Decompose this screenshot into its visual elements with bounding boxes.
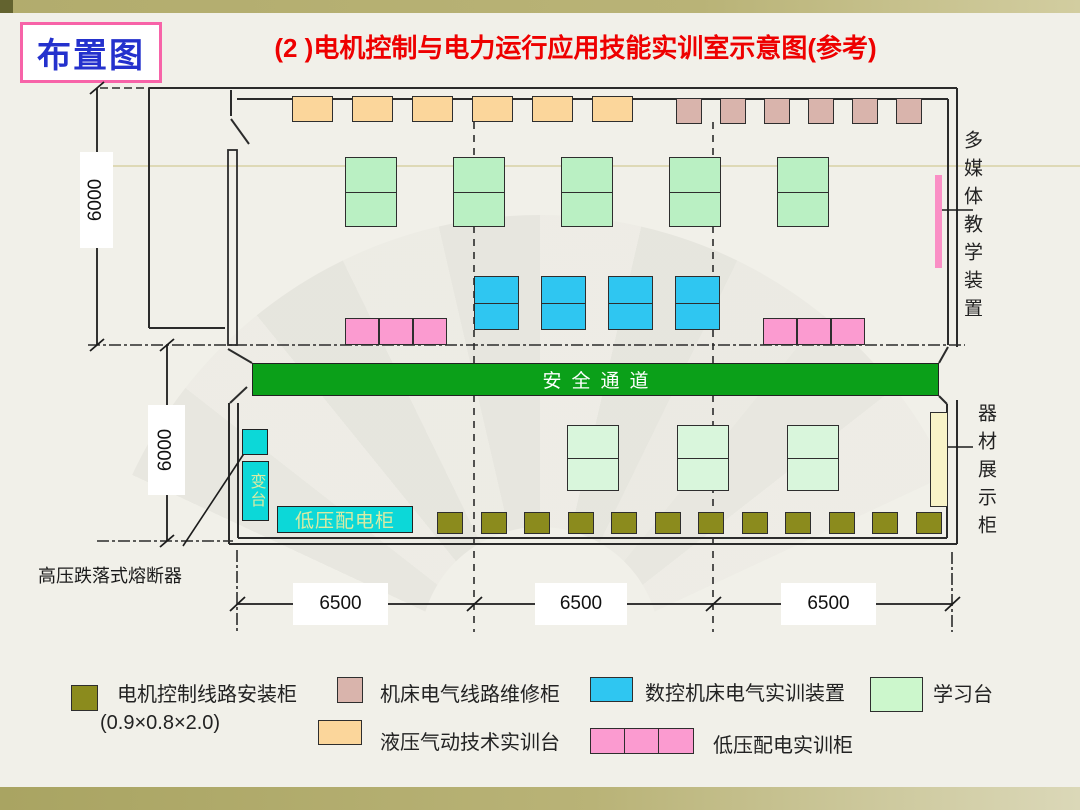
equipment-display-label: 器材展示柜 — [975, 403, 996, 543]
dimension-bottom-1: 6500 — [293, 583, 388, 625]
legend-swatch-study-table — [870, 677, 923, 712]
top-accent-corner — [0, 0, 13, 13]
dimension-bottom-1-value: 6500 — [319, 593, 362, 614]
top-accent-bar — [0, 0, 1080, 13]
multimedia-label: 多媒体教学装置 — [961, 130, 982, 326]
dimension-bottom-3-value: 6500 — [807, 593, 850, 614]
layout-tag-box: 布置图 — [20, 22, 162, 83]
transformer-box: 变台 — [242, 461, 269, 521]
legend-label-cnc-training: 数控机床电气实训装置 — [645, 683, 845, 705]
legend-swatch-cnc-training — [590, 677, 633, 702]
leader-lines — [182, 209, 973, 547]
legend-label-machine-tool-repair: 机床电气线路维修柜 — [380, 684, 560, 706]
transformer-label: 变台 — [247, 473, 265, 509]
door-leaf — [230, 118, 250, 145]
dimension-bottom-2-value: 6500 — [559, 593, 603, 614]
dimension-bottom-2: 6500 — [535, 583, 627, 625]
legend-label-study-table: 学习台 — [933, 684, 993, 706]
fan-watermark-hub — [420, 527, 660, 767]
dimension-lines — [89, 81, 961, 612]
safety-corridor-label: 安全通道 — [542, 371, 659, 392]
lv-panel-label: 低压配电柜 — [294, 511, 395, 532]
slide-title: (2 )电机控制与电力运行应用技能实训室示意图(参考) — [274, 32, 877, 63]
hv-fuse-square — [242, 429, 268, 455]
legend-label-lv-training: 低压配电实训柜 — [713, 735, 853, 757]
legend-swatch-hydraulic-pneumatic — [318, 720, 362, 745]
layout-tag-text: 布置图 — [37, 37, 145, 75]
dimension-left-upper-value: 6000 — [85, 178, 107, 222]
safety-corridor-bar: 安全通道 — [252, 363, 939, 396]
hv-fuse-label: 高压跌落式熔断器 — [38, 566, 182, 586]
room-walls — [148, 87, 958, 545]
grid-and-extension-lines — [88, 87, 965, 632]
dimension-left-lower: 6000 — [148, 405, 185, 495]
dimension-bottom-3: 6500 — [781, 583, 876, 625]
hv-fuse-leader — [182, 448, 248, 547]
dimension-left-lower-value: 6000 — [155, 428, 177, 472]
legend-swatch-machine-tool-repair — [337, 677, 363, 703]
lv-distribution-panel-box: 低压配电柜 — [277, 506, 413, 533]
dimension-left-upper: 6000 — [80, 152, 113, 248]
multimedia-device-bar — [935, 175, 942, 268]
legend-label-motor-control-cabinet: 电机控制线路安装柜 — [117, 684, 297, 706]
legend-label-hydraulic-pneumatic: 液压气动技术实训台 — [380, 732, 560, 754]
equipment-display-cabinet-bar — [930, 412, 948, 507]
legend-sublabel-motor-control-cabinet: (0.9×0.8×2.0) — [100, 712, 221, 734]
legend-swatch-motor-control-cabinet — [71, 685, 98, 711]
bottom-accent-bar — [0, 787, 1080, 810]
legend-swatch-lv-training — [590, 728, 695, 754]
